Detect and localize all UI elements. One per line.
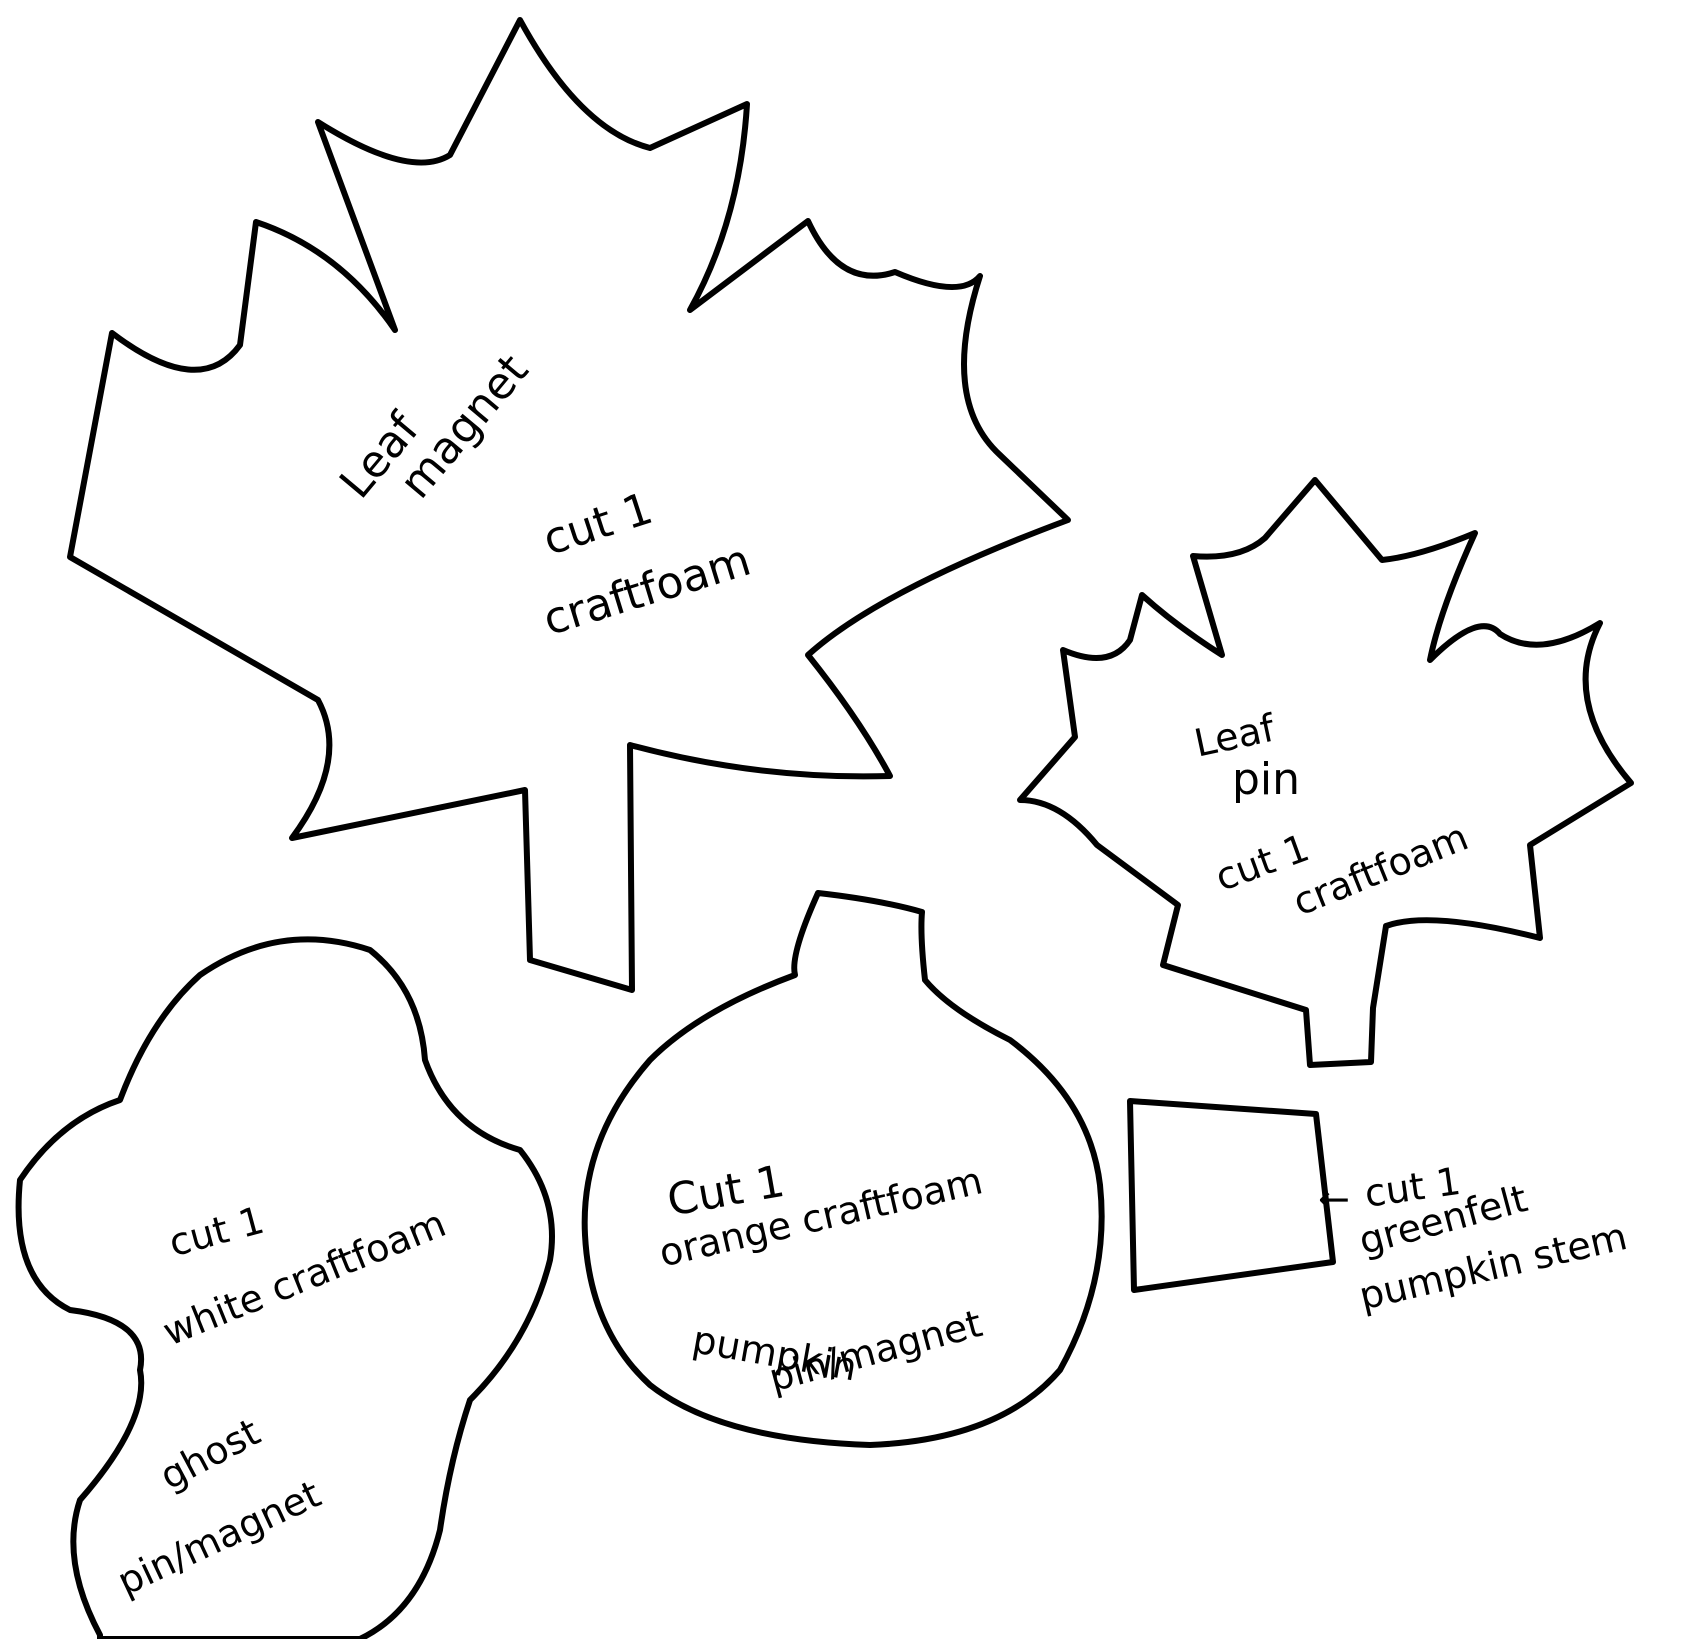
ghost-outline (15, 936, 555, 1639)
stem-outline (1127, 1098, 1336, 1293)
leaf-pin-outline (1017, 477, 1634, 1068)
pumpkin-outline (581, 890, 1105, 1448)
leaf-magnet-outline (67, 17, 1071, 993)
stem-arrow-icon: ← (1318, 1177, 1350, 1221)
leaf-pin-subtitle: pin (1232, 754, 1301, 805)
